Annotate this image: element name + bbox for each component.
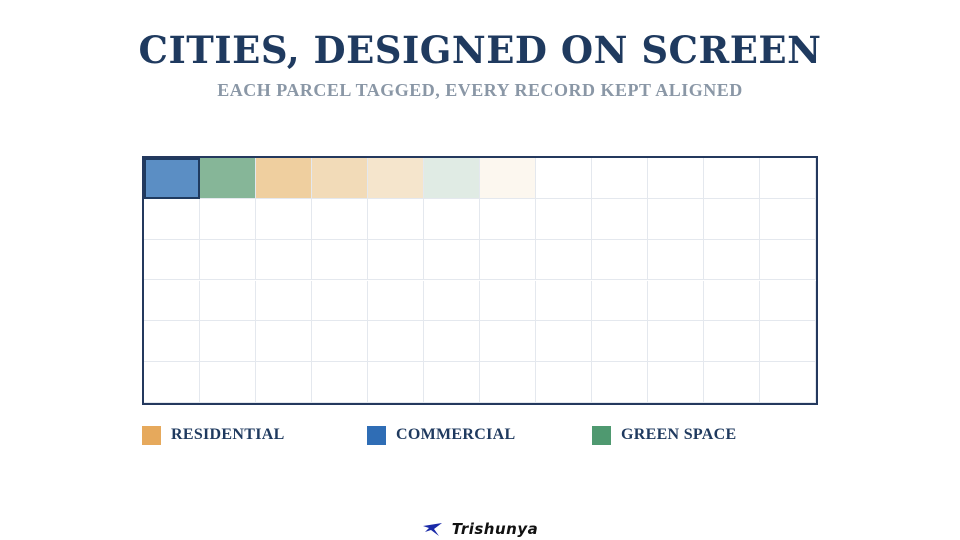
brand-footer: Trishunya bbox=[0, 520, 960, 538]
commercial-swatch bbox=[367, 425, 386, 445]
grid-cell[interactable] bbox=[424, 280, 480, 322]
grid-cell[interactable] bbox=[536, 280, 592, 322]
grid-cell[interactable] bbox=[144, 239, 200, 281]
grid-cell[interactable] bbox=[200, 158, 256, 199]
grid-cell[interactable] bbox=[144, 362, 200, 403]
grid-cell[interactable] bbox=[536, 198, 592, 240]
selected-grid-cell[interactable] bbox=[144, 158, 200, 199]
legend-label-green-space: GREEN SPACE bbox=[621, 426, 737, 443]
grid-cell[interactable] bbox=[760, 362, 816, 403]
grid-cell[interactable] bbox=[312, 321, 368, 363]
grid-cell[interactable] bbox=[480, 198, 536, 240]
grid-cell[interactable] bbox=[424, 321, 480, 363]
grid-cell[interactable] bbox=[312, 362, 368, 403]
grid-cell[interactable] bbox=[648, 198, 704, 240]
grid-cell[interactable] bbox=[592, 321, 648, 363]
grid-cell[interactable] bbox=[368, 198, 424, 240]
grid-cell[interactable] bbox=[536, 362, 592, 403]
grid-cell[interactable] bbox=[312, 158, 368, 199]
grid-cell[interactable] bbox=[648, 158, 704, 199]
grid-cell[interactable] bbox=[368, 239, 424, 281]
grid-cell[interactable] bbox=[536, 158, 592, 199]
grid-cell[interactable] bbox=[256, 321, 312, 363]
grid-cell[interactable] bbox=[480, 280, 536, 322]
brand-name: Trishunya bbox=[451, 520, 539, 538]
grid-cell[interactable] bbox=[256, 362, 312, 403]
grid-cell[interactable] bbox=[200, 198, 256, 240]
page-title: CITIES, DESIGNED ON SCREEN bbox=[138, 28, 822, 72]
page-subtitle: EACH PARCEL TAGGED, EVERY RECORD KEPT AL… bbox=[217, 80, 743, 100]
grid-cell[interactable] bbox=[760, 280, 816, 322]
grid-cell[interactable] bbox=[200, 362, 256, 403]
grid-cell[interactable] bbox=[312, 239, 368, 281]
residential-swatch bbox=[142, 425, 161, 445]
grid-cell[interactable] bbox=[760, 198, 816, 240]
grid-cell[interactable] bbox=[480, 362, 536, 403]
legend-item-green-space: GREEN SPACE bbox=[592, 425, 736, 445]
grid-cell[interactable] bbox=[200, 239, 256, 281]
grid-cell[interactable] bbox=[424, 198, 480, 240]
grid-cell[interactable] bbox=[648, 280, 704, 322]
grid-cell[interactable] bbox=[480, 321, 536, 363]
grid-cell[interactable] bbox=[592, 362, 648, 403]
grid-cell[interactable] bbox=[704, 239, 760, 281]
grid-cell[interactable] bbox=[480, 158, 536, 199]
grid-cell[interactable] bbox=[704, 158, 760, 199]
grid-cell[interactable] bbox=[760, 239, 816, 281]
grid-cell[interactable] bbox=[368, 280, 424, 322]
grid-cell[interactable] bbox=[144, 198, 200, 240]
grid-cell[interactable] bbox=[536, 239, 592, 281]
parcel-grid bbox=[142, 156, 818, 405]
grid-cell[interactable] bbox=[368, 158, 424, 199]
grid-cell[interactable] bbox=[592, 158, 648, 199]
plane-icon bbox=[422, 523, 442, 536]
grid-cell[interactable] bbox=[760, 158, 816, 199]
grid-cell[interactable] bbox=[760, 321, 816, 363]
legend-item-residential: RESIDENTIAL bbox=[142, 425, 285, 445]
grid-cell[interactable] bbox=[256, 239, 312, 281]
grid-cell[interactable] bbox=[256, 198, 312, 240]
grid-cell[interactable] bbox=[256, 280, 312, 322]
grid-cell[interactable] bbox=[536, 321, 592, 363]
grid-cell[interactable] bbox=[424, 158, 480, 199]
grid-cell[interactable] bbox=[368, 362, 424, 403]
grid-cell[interactable] bbox=[648, 321, 704, 363]
grid-cell[interactable] bbox=[648, 239, 704, 281]
grid-cell[interactable] bbox=[704, 362, 760, 403]
legend-item-commercial: COMMERCIAL bbox=[367, 425, 515, 445]
grid-cell[interactable] bbox=[312, 198, 368, 240]
grid-cell[interactable] bbox=[592, 239, 648, 281]
grid-cell[interactable] bbox=[592, 198, 648, 240]
grid-cell[interactable] bbox=[704, 321, 760, 363]
grid-cell[interactable] bbox=[424, 239, 480, 281]
grid-cell[interactable] bbox=[144, 280, 200, 322]
green-space-swatch bbox=[592, 425, 611, 445]
grid-cell[interactable] bbox=[480, 239, 536, 281]
grid-cell[interactable] bbox=[200, 280, 256, 322]
grid-cell[interactable] bbox=[704, 198, 760, 240]
grid-cell[interactable] bbox=[144, 321, 200, 363]
grid-cell[interactable] bbox=[592, 280, 648, 322]
grid-cell[interactable] bbox=[704, 280, 760, 322]
grid-cell[interactable] bbox=[648, 362, 704, 403]
grid-cell[interactable] bbox=[200, 321, 256, 363]
grid-cell[interactable] bbox=[368, 321, 424, 363]
legend-label-residential: RESIDENTIAL bbox=[171, 426, 285, 443]
grid-cell[interactable] bbox=[256, 158, 312, 199]
legend-label-commercial: COMMERCIAL bbox=[396, 426, 516, 443]
grid-cell[interactable] bbox=[424, 362, 480, 403]
grid-cell[interactable] bbox=[312, 280, 368, 322]
